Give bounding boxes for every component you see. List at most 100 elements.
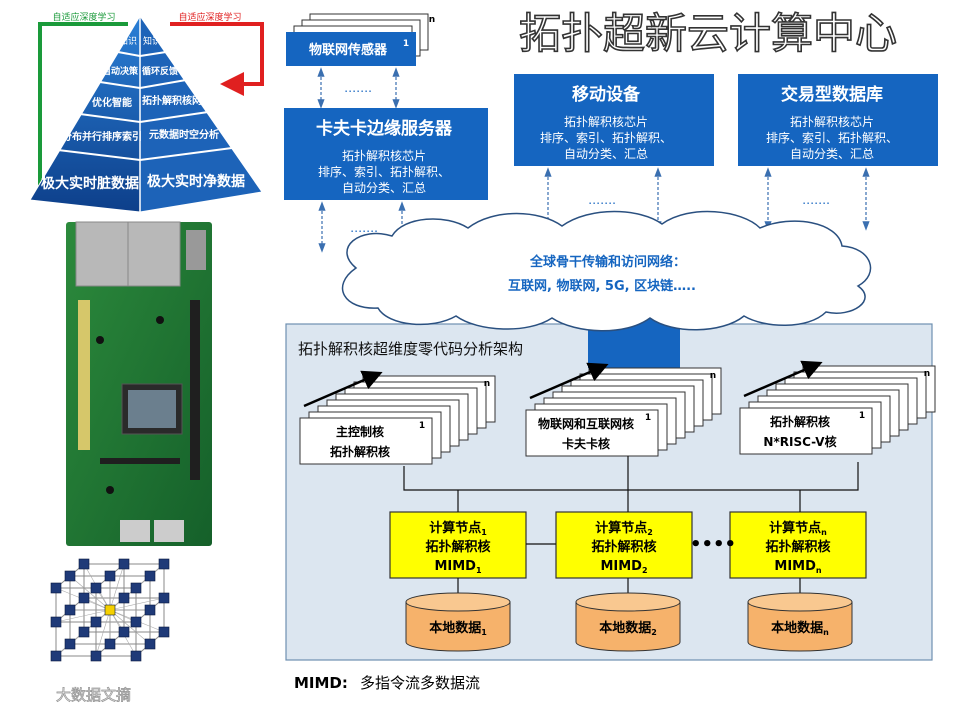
- pyramid-layer3-left: 分布并行排序索引: [62, 130, 142, 143]
- node-mimd-text: MIMD: [600, 559, 642, 574]
- pyramid-layer1-right: 循环反馈: [142, 65, 178, 77]
- local-data-store-3-label: 本地数据n: [771, 620, 829, 637]
- adaptive-label-left: 自适应深度学习: [52, 11, 115, 23]
- transaction-database-box: 交易型数据库 拓扑解积核芯片 排序、索引、拓扑解积、 自动分类、汇总: [738, 74, 938, 166]
- mobile-line2: 排序、索引、拓扑解积、: [540, 130, 672, 145]
- core-stack-1-line2: 拓扑解积核: [330, 444, 390, 459]
- ellipsis-sensor: …….: [344, 81, 372, 95]
- page-title: 拓扑超新云计算中心: [519, 9, 897, 58]
- pyramid-layer4-left: 极大实时脏数据: [41, 175, 139, 192]
- node-title-text: 计算节点: [595, 520, 647, 536]
- compute-node-1-kernel: 拓扑解积核: [425, 539, 490, 555]
- store-label-sub: 1: [481, 628, 487, 637]
- watermark: 大数据文摘: [56, 686, 131, 704]
- edge-server-line2: 排序、索引、拓扑解积、: [318, 164, 450, 179]
- local-data-store-2-label: 本地数据2: [599, 620, 657, 637]
- store-label-text: 本地数据: [771, 620, 823, 636]
- store-label-sub: n: [823, 628, 829, 637]
- core-stack-1-line1: 主控制核: [336, 424, 384, 439]
- database-title: 交易型数据库: [781, 84, 883, 105]
- compute-node-1-title: 计算节点1: [429, 520, 487, 537]
- edge-server-line1: 拓扑解积核芯片: [342, 149, 426, 163]
- ellipsis-database: …….: [802, 193, 830, 207]
- local-data-store-3: 本地数据n: [747, 578, 853, 652]
- core-stack-3-n: n: [924, 369, 930, 379]
- knowledge-pyramid: 自适应深度学习 自适应深度学习 知识 知识 自动决策 循环反馈 优化智能 拓扑解…: [29, 11, 264, 213]
- compute-node-2-mimd: MIMD2: [600, 559, 647, 575]
- pyramid-layer4-right: 极大实时净数据: [147, 173, 245, 190]
- mobile-line3: 自动分类、汇总: [564, 147, 648, 161]
- core-bus: [403, 462, 859, 491]
- core-stack-2-index: 1: [645, 413, 651, 423]
- compute-node-2-title: 计算节点2: [595, 520, 653, 537]
- node-mimd-sub: 1: [476, 566, 482, 575]
- node-mimd-sub: n: [816, 566, 822, 575]
- adaptive-learning-arrow-right: [170, 22, 264, 96]
- compute-node-2-kernel: 拓扑解积核: [591, 539, 656, 555]
- ellipsis-edge: …….: [350, 221, 378, 235]
- footnote-desc: 多指令流多数据流: [360, 674, 480, 692]
- core-stack-2-line1: 物联网和互联网核: [538, 416, 634, 431]
- pyramid-layer2-right: 拓扑解积核网: [142, 94, 202, 107]
- sensor-label: 物联网传感器: [309, 42, 388, 58]
- store-label-sub: 2: [651, 628, 657, 637]
- edge-server-title: 卡夫卡边缘服务器: [316, 118, 453, 139]
- footnote-term: MIMD:: [294, 674, 348, 692]
- node-gap-dots: ••••: [690, 534, 736, 555]
- database-line1: 拓扑解积核芯片: [790, 115, 874, 129]
- pyramid-top-left: 知识: [119, 35, 137, 47]
- store-label-text: 本地数据: [429, 620, 481, 636]
- fpga-board-image: [66, 221, 212, 546]
- compute-node-1-mimd: MIMD1: [434, 559, 482, 575]
- compute-node-3-title: 计算节点n: [769, 520, 827, 537]
- network-line1: 全球骨干传输和访问网络：: [529, 254, 686, 270]
- node-title-sub: 2: [647, 528, 653, 537]
- core-stack-3-line1: 拓扑解积核: [770, 414, 830, 429]
- node-mimd-sub: 2: [642, 566, 648, 575]
- pyramid-layer3-right: 元数据时空分析: [149, 128, 219, 141]
- adaptive-label-right: 自适应深度学习: [178, 11, 241, 23]
- node-title-sub: n: [821, 528, 827, 537]
- mobile-title: 移动设备: [572, 84, 641, 105]
- pyramid-layer2-left: 优化智能: [92, 96, 132, 109]
- network-line2: 互联网, 物联网, 5G, 区块链…..: [508, 278, 696, 294]
- local-data-store-1-label: 本地数据1: [429, 620, 487, 637]
- store-label-text: 本地数据: [599, 620, 651, 636]
- compute-node-3-kernel: 拓扑解积核: [765, 539, 830, 555]
- database-line2: 排序、索引、拓扑解积、: [766, 130, 898, 145]
- node-title-sub: 1: [481, 528, 487, 537]
- sensor-n: n: [429, 15, 435, 25]
- architecture-title: 拓扑解积核超维度零代码分析架构: [298, 340, 523, 358]
- pyramid-layer1-left: 自动决策: [102, 65, 139, 77]
- node-mimd-text: MIMD: [434, 559, 476, 574]
- core-stack-2-line2: 卡夫卡核: [562, 436, 610, 451]
- iot-sensor-stack: 物联网传感器 1 n: [286, 13, 435, 66]
- core-stack-1-n: n: [484, 379, 490, 389]
- pyramid-top-right: 知识: [143, 35, 161, 47]
- compute-nodes: 计算节点1拓扑解积核MIMD1计算节点2拓扑解积核MIMD2计算节点n拓扑解积核…: [389, 511, 867, 579]
- node-title-text: 计算节点: [429, 520, 481, 536]
- core-stack-3-index: 1: [859, 411, 865, 421]
- node-title-text: 计算节点: [769, 520, 821, 536]
- ellipsis-mobile: …….: [588, 193, 616, 207]
- core-stack-1-index: 1: [419, 421, 425, 431]
- mobile-line1: 拓扑解积核芯片: [564, 115, 648, 129]
- hypercube-lattice-image: [50, 558, 170, 662]
- core-stack-3: 拓扑解积核 N*RISC-V核 1 n: [739, 360, 936, 455]
- database-line3: 自动分类、汇总: [790, 147, 874, 161]
- compute-node-3-mimd: MIMDn: [774, 559, 822, 575]
- core-stack-3-line2: N*RISC-V核: [763, 434, 836, 449]
- kafka-edge-server: 卡夫卡边缘服务器 拓扑解积核芯片 排序、索引、拓扑解积、 自动分类、汇总: [284, 108, 488, 200]
- local-data-store-1: 本地数据1: [405, 578, 511, 652]
- mobile-device-box: 移动设备 拓扑解积核芯片 排序、索引、拓扑解积、 自动分类、汇总: [514, 74, 714, 166]
- edge-server-line3: 自动分类、汇总: [342, 181, 426, 195]
- sensor-index: 1: [403, 39, 409, 49]
